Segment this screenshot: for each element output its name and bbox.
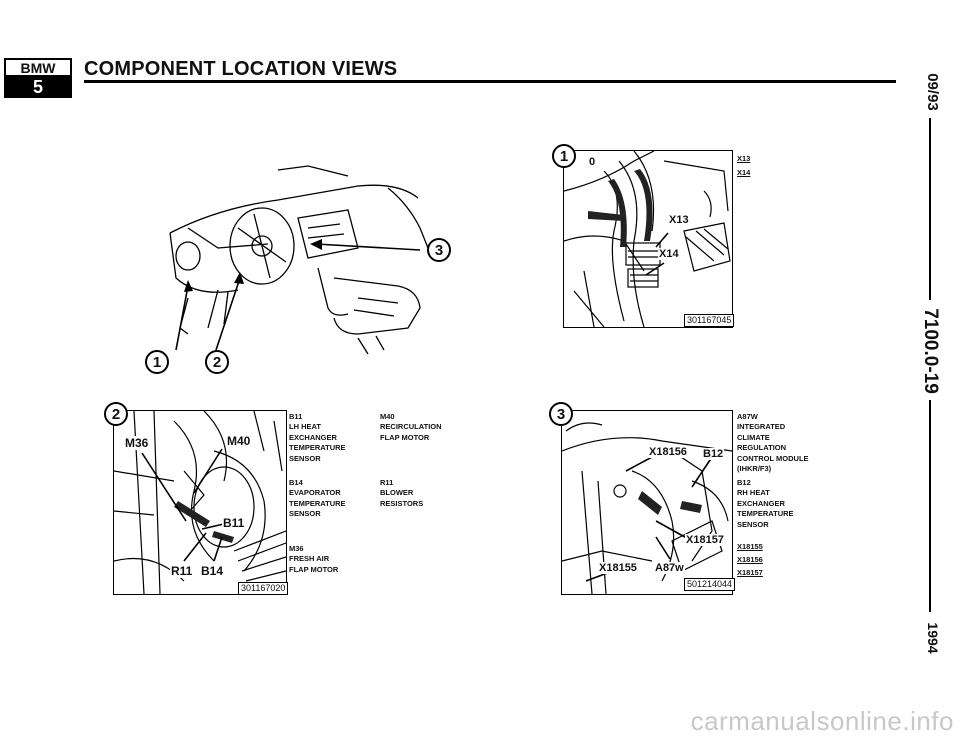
- fig3-callout: 3: [549, 402, 573, 426]
- fig3-legend-b12-id: B12: [737, 478, 751, 487]
- overview-callout-1: 1: [145, 350, 169, 374]
- fig2-tag-m40: M40: [226, 434, 252, 448]
- fig3-tag-x18156: X18156: [648, 446, 688, 458]
- sidebar-page-number: 7100.0-19: [920, 308, 941, 394]
- fig2-legend-b11-id: B11: [289, 412, 303, 421]
- fig2-figure-code: 301167020: [238, 582, 289, 595]
- fig3-photo: [561, 410, 733, 595]
- fig3-tag-x18155: X18155: [598, 562, 638, 574]
- fig1-photo: [563, 150, 733, 328]
- fig2-legend-m36-id: M36: [289, 544, 304, 553]
- fig3-figure-code: 501214044: [684, 578, 736, 591]
- fig2-legend-b14-id: B14: [289, 478, 303, 487]
- fig1-tag-x14: X14: [658, 248, 680, 260]
- fig1-tag-0: 0: [588, 156, 597, 168]
- fig3-connector-x18156: X18156: [737, 555, 763, 564]
- fig1-connector-drawing: [564, 151, 731, 327]
- fig3-module-drawing: [562, 422, 732, 594]
- fig2-tag-b11: B11: [222, 516, 246, 530]
- overview-callout-3: 3: [427, 238, 451, 262]
- fig2-callout: 2: [104, 402, 128, 426]
- fig1-figure-code: 301167045: [684, 314, 735, 327]
- page-title: COMPONENT LOCATION VIEWS: [84, 58, 398, 80]
- logo-brand: BMW: [4, 58, 72, 77]
- sidebar-rule-2: [929, 400, 931, 612]
- sidebar-year: 1994: [925, 622, 941, 654]
- overview-callout-2: 2: [205, 350, 229, 374]
- dashboard-line-drawing: [169, 165, 429, 355]
- fig1-tag-x13: X13: [668, 214, 690, 226]
- fig2-legend-b11-desc: LH HEAT EXCHANGER TEMPERATURE SENSOR: [289, 422, 346, 463]
- fig2-legend-m36-desc: FRESH AIR FLAP MOTOR: [289, 554, 339, 574]
- sidebar-date: 09/93: [924, 73, 941, 111]
- fig3-tag-b12: B12: [702, 448, 725, 460]
- site-watermark: carmanualsonline.info: [690, 706, 954, 736]
- fig3-legend-a87w-id: A87w: [737, 412, 758, 421]
- fig1-legend-x14: X14: [737, 168, 751, 177]
- bmw-5-series-logo: BMW 5: [4, 58, 72, 98]
- fig2-tag-m36: M36: [124, 436, 150, 450]
- fig2-legend-r11-id: R11: [380, 478, 394, 487]
- fig3-tag-x18157: X18157: [685, 534, 725, 546]
- fig3-connector-x18157: X18157: [737, 568, 763, 577]
- fig2-legend-m40-desc: RECIRCULATION FLAP MOTOR: [380, 422, 442, 442]
- logo-series: 5: [4, 77, 72, 98]
- fig2-legend-b14-desc: EVAPORATOR TEMPERATURE SENSOR: [289, 488, 346, 518]
- fig3-connector-x18155: X18155: [737, 542, 763, 551]
- fig2-legend-r11-desc: BLOWER RESISTORS: [380, 488, 424, 508]
- header-rule: [84, 80, 896, 83]
- fig2-tag-r11: R11: [170, 564, 194, 578]
- fig2-blower-drawing: [114, 411, 286, 594]
- sidebar-rule-1: [929, 118, 931, 300]
- fig2-legend-m40-id: M40: [380, 412, 395, 421]
- fig1-legend-x13: X13: [737, 154, 751, 163]
- fig1-callout: 1: [552, 144, 576, 168]
- fig2-tag-b14: B14: [200, 564, 225, 578]
- fig3-legend-a87w-desc: INTEGRATED CLIMATE REGULATION CONTROL MO…: [737, 422, 809, 473]
- dashboard-overview-illustration: [158, 158, 458, 370]
- fig3-legend-b12-desc: RH HEAT EXCHANGER TEMPERATURE SENSOR: [737, 488, 794, 529]
- fig3-tag-a87w: A87w: [654, 562, 685, 574]
